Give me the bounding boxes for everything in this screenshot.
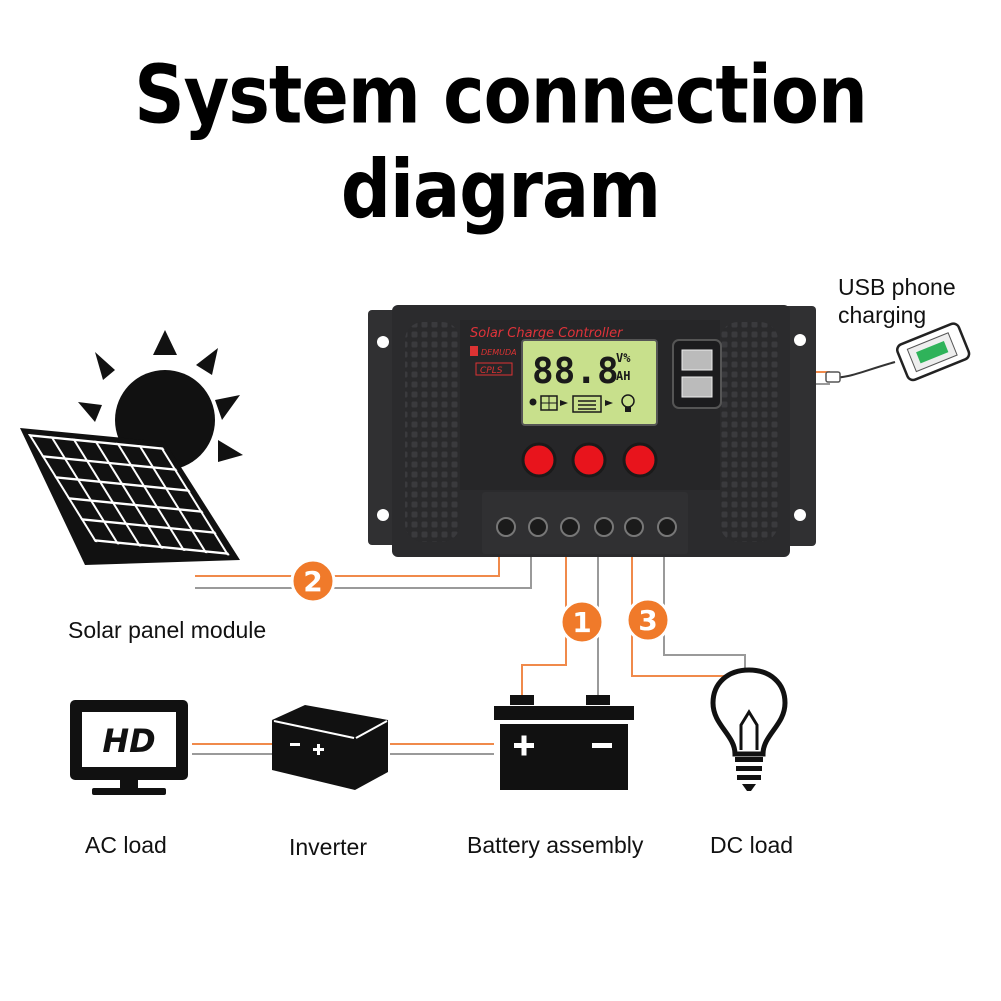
usb-charging-label: USB phone charging [838,273,956,329]
inverter-minus-sign [290,743,300,746]
mount-hole [794,334,806,346]
usb-port-bottom[interactable] [681,376,713,398]
ac-load-label: AC load [85,832,167,858]
lcd-status-icons [529,394,635,413]
controller-button-left[interactable] [521,442,557,478]
terminal-screw [624,517,644,537]
load-wire-positive [631,555,733,677]
terminal-screw [496,517,516,537]
monitor-hd-text: HD [102,722,155,760]
mount-hole [377,509,389,521]
controller-button-right[interactable] [622,442,658,478]
svg-text:3: 3 [638,604,657,637]
diagram-title: System connection diagram [134,47,868,237]
controller-heading: Solar Charge Controller [470,326,624,341]
charge-controller: Solar Charge Controller DEMUDA CPLS 88.8… [368,305,816,557]
lcd-arrow-icon [605,400,613,406]
battery-wire-positive [521,555,567,700]
panel-cell-grid [28,434,230,556]
lcd-arrow-icon [560,400,568,406]
lcd-unit-bottom: AH [616,369,630,383]
battery-minus-sign [592,743,612,748]
usb-charging-label-line2: charging [838,302,927,328]
usb-port-top[interactable] [681,349,713,371]
inverter-plus-v [317,744,320,755]
lcd-battery-icon [572,395,602,413]
light-bulb-icon [710,667,788,791]
battery-label: Battery assembly [467,832,644,858]
load-wire-negative [663,555,746,672]
svg-text:2: 2 [303,565,322,598]
mount-hole [377,336,389,348]
terminal-block [482,492,688,554]
solar-wire-positive [195,555,500,577]
step-badge-3: 3 [625,597,671,643]
controller-button-middle[interactable] [571,442,607,478]
solar-panel-label: Solar panel module [68,617,267,643]
controller-badge: CPLS [480,366,503,376]
dc-load-label: DC load [710,832,794,858]
terminal-screw [560,517,580,537]
terminal-screws [496,517,677,537]
lcd-unit-top: V% [616,351,631,365]
phone-icon [896,322,971,382]
lcd-digits: 88.8 [532,351,619,392]
step-badge-2: 2 [290,558,336,604]
inverter-icon [272,705,388,790]
monitor-icon: HD [70,700,188,795]
solar-wire-negative [195,555,532,589]
mount-hole [794,509,806,521]
brand-logo-icon [470,346,478,356]
battery-plus-v [521,735,527,756]
step-badge-1: 1 [559,599,605,645]
terminal-screw [594,517,614,537]
lcd-sun-icon [529,398,537,406]
terminal-screw [528,517,548,537]
terminal-screw [657,517,677,537]
controller-brand: DEMUDA [481,348,517,357]
usb-charging-label-line1: USB phone [838,274,956,300]
battery-icon [494,695,634,790]
solar-panel-icon [20,428,240,565]
svg-text:1: 1 [572,606,591,639]
inverter-label: Inverter [289,834,367,860]
